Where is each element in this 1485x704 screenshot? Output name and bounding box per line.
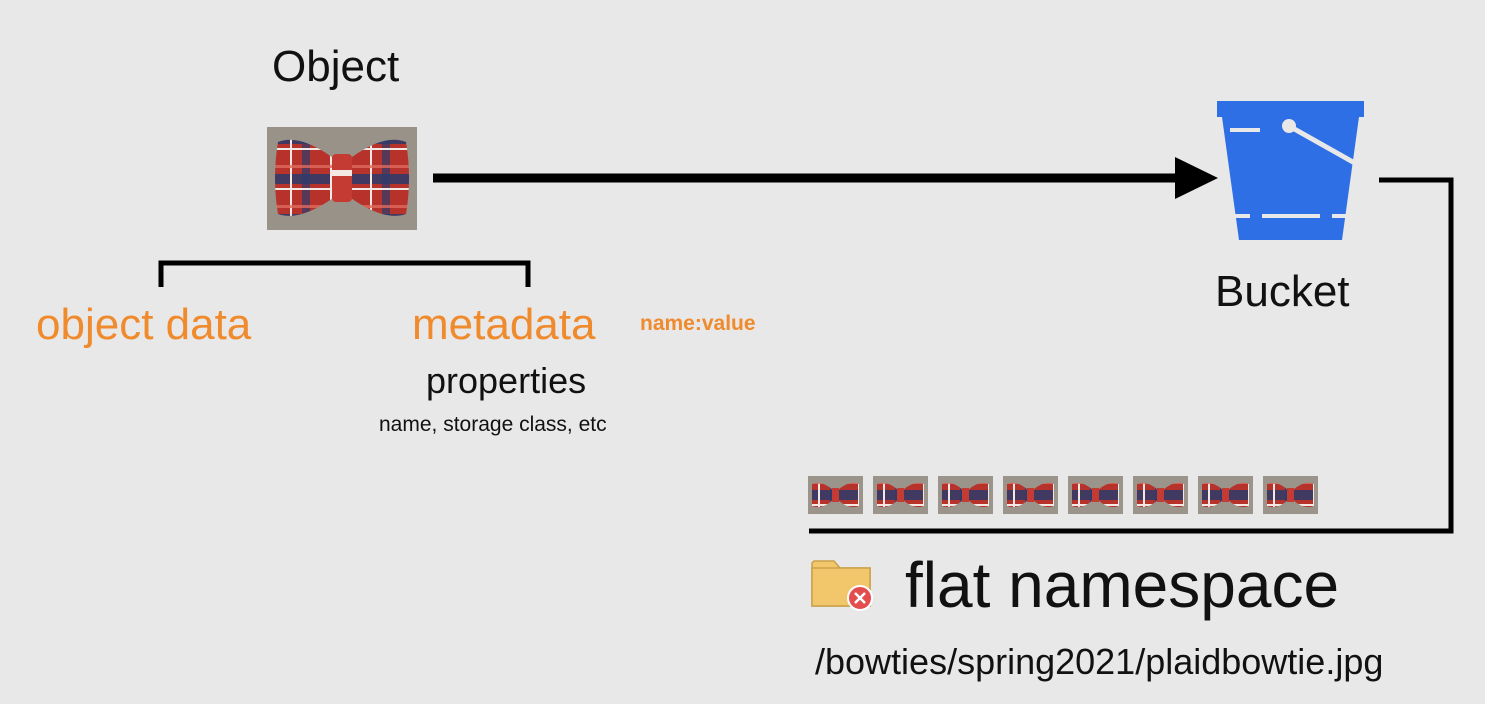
object-label: Object (272, 42, 400, 91)
folder-x-icon (811, 560, 873, 611)
properties-label: properties (426, 360, 587, 401)
bucket-icon (1217, 101, 1364, 240)
object-data-label: object data (36, 300, 252, 349)
stored-object-thumb (1133, 476, 1188, 514)
stored-object-thumb (1263, 476, 1318, 514)
stored-objects-row (808, 476, 1318, 514)
stored-object-thumb (938, 476, 993, 514)
object-bowtie-image (267, 127, 417, 230)
upload-arrow (433, 157, 1218, 199)
stored-object-thumb (808, 476, 863, 514)
properties-description: name, storage class, etc (379, 413, 607, 436)
example-object-path: /bowties/spring2021/plaidbowtie.jpg (815, 641, 1384, 682)
stored-object-thumb (1003, 476, 1058, 514)
metadata-format-label: name:value (640, 312, 756, 335)
object-bracket (158, 260, 531, 287)
stored-object-thumb (873, 476, 928, 514)
metadata-label: metadata (412, 300, 596, 349)
stored-object-thumb (1068, 476, 1123, 514)
flat-namespace-label: flat namespace (905, 549, 1340, 621)
bucket-label: Bucket (1215, 267, 1350, 316)
bucket-to-namespace-connector (809, 177, 1454, 534)
stored-object-thumb (1198, 476, 1253, 514)
